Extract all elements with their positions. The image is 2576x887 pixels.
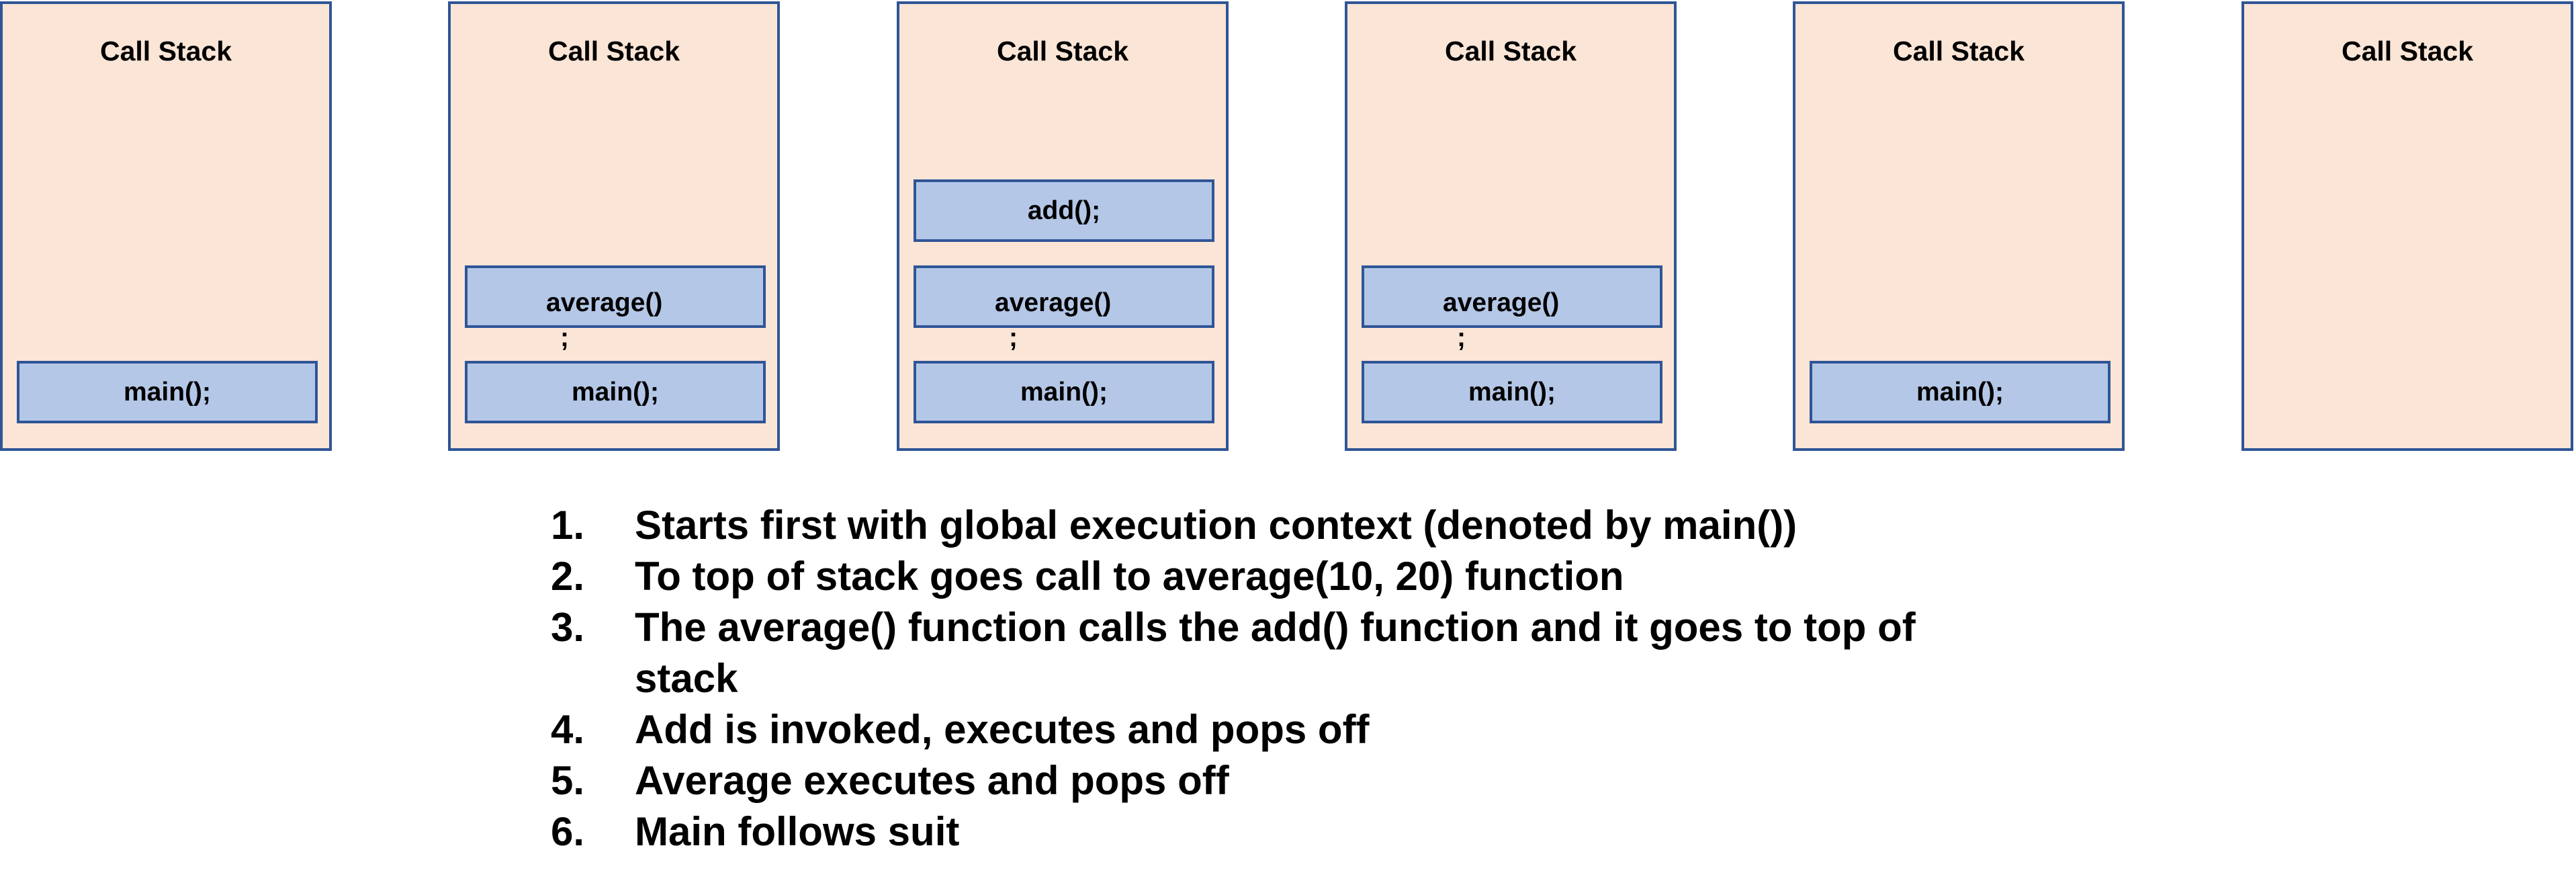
stack-frame-main: main(); bbox=[1810, 361, 2111, 423]
stack-frame-average: average() ; bbox=[1362, 265, 1662, 351]
call-stack-title: Call Stack bbox=[1893, 36, 2025, 67]
stack-frame-average: average() ; bbox=[914, 265, 1214, 351]
step-text: Starts first with global execution conte… bbox=[635, 503, 1797, 548]
step-number: 6. bbox=[551, 809, 585, 854]
call-stack-panel-6: Call Stack bbox=[2241, 1, 2573, 451]
call-stack-title: Call Stack bbox=[100, 36, 232, 67]
stack-frame-average: average() ; bbox=[465, 265, 766, 351]
call-stack-panel-1: Call Stack main(); bbox=[0, 1, 332, 451]
stack-frame-main: main(); bbox=[17, 361, 318, 423]
stack-frame-average-label: average() bbox=[1443, 288, 1560, 317]
step-item: 1. Starts first with global execution co… bbox=[551, 500, 2029, 551]
stack-frame-average-label: average() bbox=[546, 288, 663, 317]
stack-frame-main: main(); bbox=[914, 361, 1214, 423]
step-number: 1. bbox=[551, 503, 585, 548]
step-text: Main follows suit bbox=[635, 809, 960, 854]
call-stack-panel-2: Call Stack average() ; main(); bbox=[448, 1, 780, 451]
step-text: Average executes and pops off bbox=[635, 758, 1229, 803]
call-stack-panel-4: Call Stack average() ; main(); bbox=[1345, 1, 1677, 451]
step-number: 4. bbox=[551, 707, 585, 752]
step-item: 2. To top of stack goes call to average(… bbox=[551, 551, 2029, 602]
call-stack-title: Call Stack bbox=[548, 36, 680, 67]
step-text: To top of stack goes call to average(10,… bbox=[635, 554, 1624, 599]
stack-frame-average-semicolon: ; bbox=[1009, 323, 1018, 352]
step-item: 6. Main follows suit bbox=[551, 806, 2029, 857]
call-stack-panel-3: Call Stack add(); average() ; main(); bbox=[897, 1, 1229, 451]
steps-list: 1. Starts first with global execution co… bbox=[551, 500, 2029, 857]
stack-frame-main: main(); bbox=[465, 361, 766, 423]
stack-frame-average-label: average() bbox=[995, 288, 1112, 317]
stack-frame-average-semicolon: ; bbox=[1457, 323, 1466, 352]
step-number: 5. bbox=[551, 758, 585, 803]
call-stack-title: Call Stack bbox=[997, 36, 1128, 67]
call-stack-title: Call Stack bbox=[2342, 36, 2473, 67]
stack-frame-average-semicolon: ; bbox=[560, 323, 569, 352]
step-number: 2. bbox=[551, 554, 585, 599]
step-text: Add is invoked, executes and pops off bbox=[635, 707, 1370, 752]
stack-frame-add: add(); bbox=[914, 179, 1214, 242]
step-item: 3. The average() function calls the add(… bbox=[551, 602, 2029, 704]
call-stack-panel-5: Call Stack main(); bbox=[1793, 1, 2125, 451]
step-item: 4. Add is invoked, executes and pops off bbox=[551, 704, 2029, 755]
stack-frame-main: main(); bbox=[1362, 361, 1662, 423]
step-item: 5. Average executes and pops off bbox=[551, 755, 2029, 806]
step-text: The average() function calls the add() f… bbox=[635, 605, 1916, 701]
call-stack-title: Call Stack bbox=[1445, 36, 1576, 67]
step-number: 3. bbox=[551, 605, 585, 650]
